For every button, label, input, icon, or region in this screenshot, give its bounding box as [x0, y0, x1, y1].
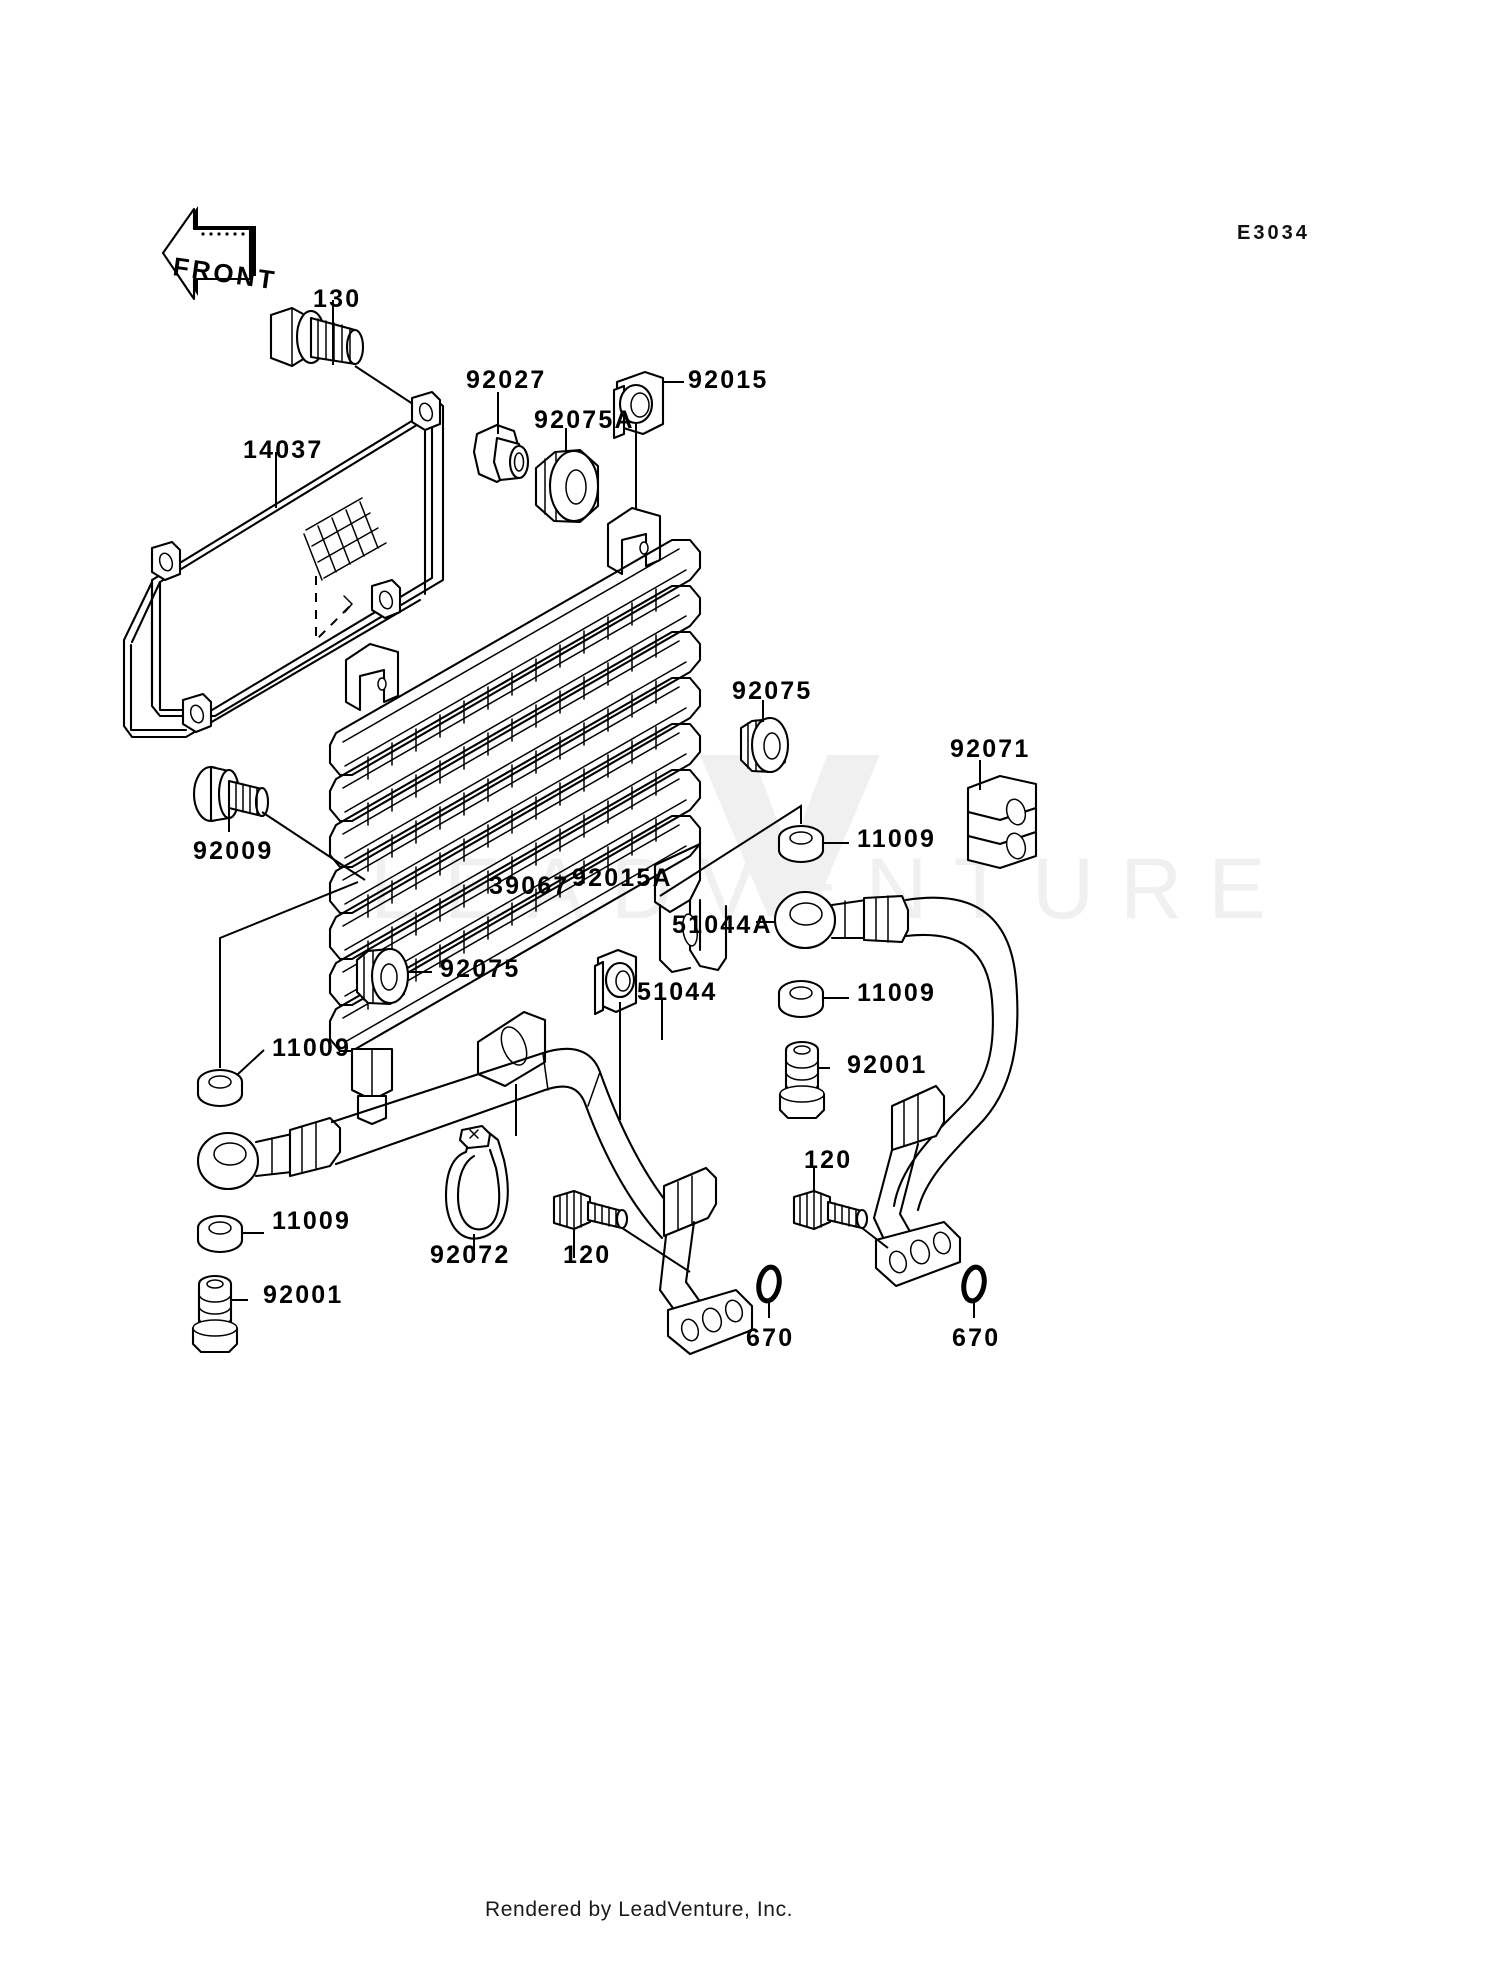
- part-label-120-middle: 120: [563, 1241, 612, 1269]
- part-label-51044A: 51044A: [672, 911, 773, 939]
- part-92015-nut-bracket: [612, 370, 665, 440]
- part-92071-clamp-block: [966, 774, 1038, 870]
- part-92001-bolt-right: [778, 1040, 826, 1120]
- part-label-11009-r2: 11009: [857, 979, 937, 1007]
- part-11009-washer-l2: [196, 1214, 244, 1254]
- part-label-92015A: 92015A: [572, 864, 673, 892]
- leader-92009: [261, 811, 366, 881]
- part-label-51044: 51044: [637, 978, 718, 1006]
- part-92009-screw: [192, 765, 270, 832]
- leader-120-middle: [621, 1227, 691, 1273]
- part-label-92071: 92071: [950, 735, 1031, 763]
- part-92072-band-clamp: [444, 1124, 509, 1240]
- guard-tab-topright: [410, 390, 442, 432]
- leader-11009-r1-down: [659, 804, 802, 897]
- part-label-11009-l2: 11009: [272, 1207, 352, 1235]
- leader-11009-l1: [237, 1049, 265, 1075]
- part-92075-right-damper: [739, 716, 790, 774]
- part-14037-guard: [122, 390, 445, 739]
- part-label-14037: 14037: [243, 436, 324, 464]
- part-label-92009: 92009: [193, 837, 274, 865]
- cooler-bottom-lug: [476, 1010, 547, 1088]
- part-130-bolt: [269, 300, 365, 368]
- front-arrow-icon: FRONT: [161, 206, 279, 301]
- cooler-lower-fitting: [350, 1047, 394, 1126]
- guard-tab-bottomright: [370, 578, 402, 620]
- part-11009-washer-l1: [196, 1068, 244, 1108]
- part-label-92075A: 92075A: [534, 406, 635, 434]
- part-92001-bolt-left: [191, 1274, 239, 1354]
- part-670-oring-right: [961, 1264, 987, 1304]
- guard-tab-left: [150, 540, 182, 582]
- cooler-clip-left: [344, 642, 400, 712]
- guard-tab-bottomleft: [181, 692, 213, 734]
- part-120-bolt-middle: [552, 1189, 629, 1258]
- part-label-92075-right: 92075: [732, 677, 813, 705]
- guard-mesh-callout: [315, 576, 353, 643]
- part-label-92015: 92015: [688, 366, 769, 394]
- part-92027-collar: [472, 423, 530, 484]
- leader-11009-l1-up: [219, 881, 359, 1068]
- part-label-92001-right: 92001: [847, 1051, 928, 1079]
- leader-120-right: [861, 1227, 889, 1249]
- guard-mesh-detail: [303, 497, 387, 581]
- part-label-92027: 92027: [466, 366, 547, 394]
- part-51044A-upper-hose: [773, 890, 1019, 1288]
- part-11009-washer-r1: [777, 824, 825, 864]
- part-670-oring-left: [756, 1264, 782, 1304]
- part-92075A-damper: [534, 448, 600, 524]
- part-label-39067: 39067: [489, 872, 570, 900]
- part-label-92075-lower: 92075: [440, 955, 521, 983]
- part-label-11009-l1: 11009: [272, 1034, 352, 1062]
- footer-credit: Rendered by LeadVenture, Inc.: [485, 1898, 794, 1921]
- part-label-670-left: 670: [746, 1324, 795, 1352]
- diagram-code: E3034: [1237, 222, 1310, 244]
- part-label-130: 130: [313, 285, 362, 313]
- part-label-11009-r1: 11009: [857, 825, 937, 853]
- part-11009-washer-r2: [777, 979, 825, 1019]
- cooler-outlet-stub: [653, 842, 728, 974]
- part-label-92001-left: 92001: [263, 1281, 344, 1309]
- part-label-670-right: 670: [952, 1324, 1001, 1352]
- part-label-120-right: 120: [804, 1146, 853, 1174]
- cooler-clip-topright: [606, 506, 662, 576]
- part-92075-lower-damper: [355, 947, 410, 1006]
- part-label-92072: 92072: [430, 1241, 511, 1269]
- part-120-bolt-right: [792, 1168, 869, 1231]
- part-92015A-nut-plate: [593, 948, 638, 1016]
